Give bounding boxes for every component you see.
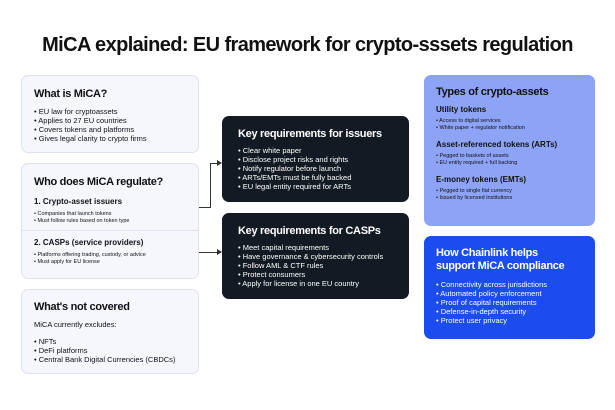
- card-heading: How Chainlink helps: [436, 247, 538, 259]
- card-heading: Key requirements for issuers: [238, 128, 382, 140]
- connector-line: [210, 163, 218, 164]
- intro-text: MiCA currently excludes:: [34, 320, 117, 329]
- list-item: Automated policy enforcement: [436, 289, 583, 298]
- connector-line: [199, 252, 218, 253]
- connector-line: [199, 207, 210, 208]
- who-regulate-card: Who does MiCA regulate? 1. Crypto-asset …: [21, 163, 199, 279]
- list-item: Connectivity across jurisdictions: [436, 280, 583, 289]
- list-item: Proof of capital requirements: [436, 298, 583, 307]
- list-item: Applies to 27 EU countries: [34, 116, 186, 125]
- list-item: Protect user privacy: [436, 316, 583, 325]
- crypto-asset-types-card: Types of crypto-assets Utility tokens Ac…: [424, 75, 595, 226]
- list-item: EU entity required + full backing: [436, 160, 583, 167]
- chainlink-compliance-card: How Chainlink helps support MiCA complia…: [424, 236, 595, 339]
- card-heading: Who does MiCA regulate?: [34, 176, 163, 188]
- list-item: Covers tokens and platforms: [34, 125, 186, 134]
- casps-requirements-card: Key requirements for CASPs Meet capital …: [222, 213, 409, 299]
- list-item: Meet capital requirements: [238, 243, 393, 252]
- issuers-requirements-card: Key requirements for issuers Clear white…: [222, 116, 409, 202]
- not-covered-card: What's not covered MiCA currently exclud…: [21, 289, 199, 374]
- list-item: EU law for cryptoassets: [34, 107, 186, 116]
- card-heading: What's not covered: [34, 301, 130, 313]
- list-item: Have governance & cybersecurity controls: [238, 252, 393, 261]
- list-item: Apply for license in one EU country: [238, 279, 393, 288]
- list-item: Notify regulator before launch: [238, 164, 393, 173]
- list-item: Clear white paper: [238, 146, 393, 155]
- list-item: Must follow rules based on token type: [34, 218, 186, 225]
- card-heading: Key requirements for CASPs: [238, 225, 381, 237]
- card-heading: Types of crypto-assets: [436, 86, 549, 98]
- list-item: White paper + regulator notification: [436, 125, 583, 132]
- list-item: Follow AML & CTF rules: [238, 261, 393, 270]
- list-item: Must apply for EU license: [34, 259, 146, 266]
- divider: [22, 230, 198, 231]
- card-heading: What is MiCA?: [34, 88, 108, 100]
- list-item: Issued by licensed institutions: [436, 195, 583, 202]
- card-heading: support MiCA compliance: [436, 260, 565, 272]
- list-item: Pegged to single fiat currency: [436, 188, 583, 195]
- group-label: 1. Crypto-asset issuers: [34, 197, 123, 206]
- list-item: Disclose project risks and rights: [238, 155, 393, 164]
- list-item: Platforms offering trading, custody, or …: [34, 252, 145, 259]
- group-label: Asset-referenced tokens (ARTs): [436, 140, 558, 149]
- list-item: Protect consumers: [238, 270, 393, 279]
- what-is-mica-card: What is MiCA? EU law for cryptoassets Ap…: [21, 75, 199, 153]
- list-item: NFTs: [34, 337, 186, 346]
- list-item: Pegged to baskets of assets: [436, 153, 583, 160]
- group-label: E-money tokens (EMTs): [436, 175, 527, 184]
- list-item: Central Bank Digital Currencies (CBDCs): [34, 355, 186, 364]
- list-item: Defense-in-depth security: [436, 307, 583, 316]
- group-label: Utility tokens: [436, 105, 487, 114]
- connector-line: [210, 163, 211, 208]
- list-item: ARTs/EMTs must be fully backed: [238, 173, 393, 182]
- list-item: DeFi platforms: [34, 346, 186, 355]
- list-item: Access to digital services: [436, 118, 583, 125]
- group-label: 2. CASPs (service providers): [34, 238, 144, 247]
- list-item: EU legal entity required for ARTs: [238, 182, 393, 191]
- list-item: Gives legal clarity to crypto firms: [34, 134, 186, 143]
- page-title: MiCA explained: EU framework for crypto-…: [42, 34, 573, 56]
- arrowhead-icon: [217, 160, 222, 166]
- list-item: Companies that launch tokens: [34, 211, 186, 218]
- arrowhead-icon: [217, 249, 222, 255]
